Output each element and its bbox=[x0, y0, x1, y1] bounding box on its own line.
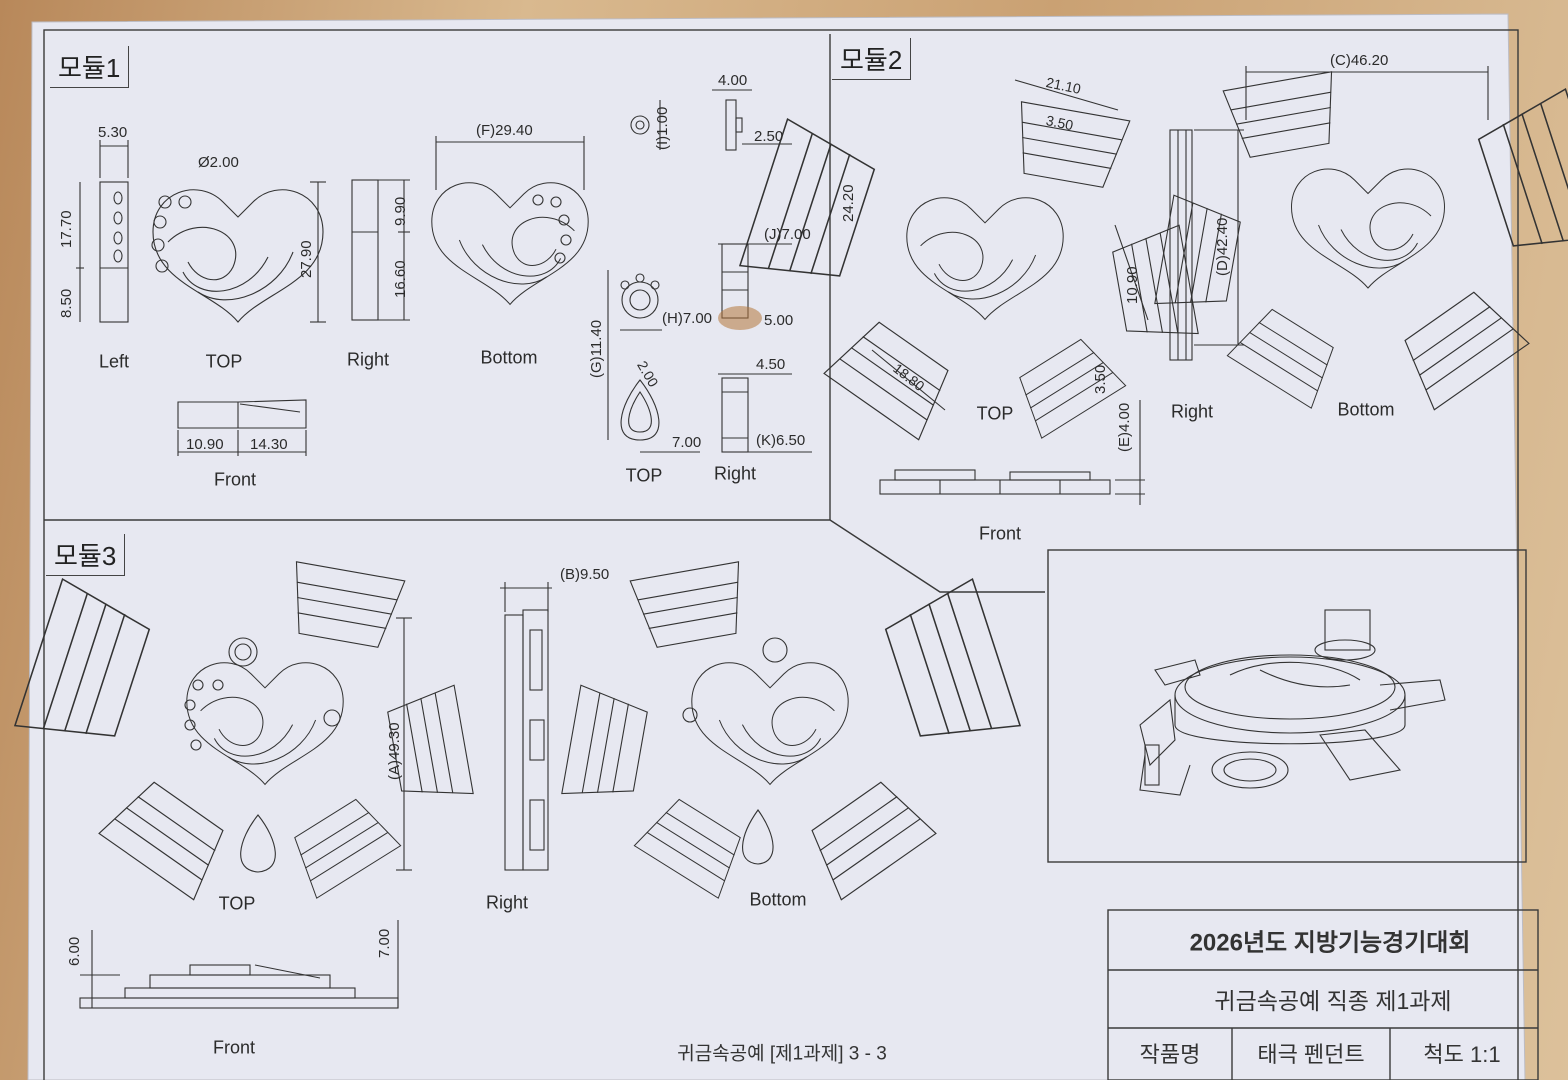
title-block-name-label: 작품명 bbox=[1139, 1042, 1201, 1067]
title-block-name-value: 태극 펜던트 bbox=[1257, 1042, 1365, 1067]
dim-F: (F)29.40 bbox=[476, 122, 533, 139]
module-3-tag: 모듈3 bbox=[46, 534, 126, 576]
dim-5-00: 5.00 bbox=[764, 312, 794, 329]
view-label-m1-front: Front bbox=[213, 469, 257, 490]
dim-C: (C)46.20 bbox=[1330, 52, 1389, 69]
view-label-m3-top: TOP bbox=[218, 893, 256, 914]
dim-24-20: 24.20 bbox=[840, 184, 857, 222]
title-block-scale: 척도 1:1 bbox=[1423, 1042, 1501, 1067]
view-label-m2-front: Front bbox=[978, 523, 1022, 544]
dim-17-70: 17.70 bbox=[58, 210, 75, 248]
dim-dia-2-00: Ø2.00 bbox=[198, 154, 239, 171]
module-1-tag: 모듈1 bbox=[50, 46, 130, 88]
view-label-m2-right: Right bbox=[1170, 401, 1214, 422]
dim-10-90-m2: 10.90 bbox=[1124, 266, 1141, 304]
dim-G: (G)11.40 bbox=[588, 319, 605, 378]
dim-A: (A)49.30 bbox=[386, 722, 403, 780]
view-label-m2-top: TOP bbox=[976, 403, 1014, 424]
view-label-bail-top: TOP bbox=[625, 465, 663, 486]
dim-4-50: 4.50 bbox=[756, 356, 786, 373]
dim-B: (B)9.50 bbox=[560, 566, 610, 583]
view-label-m1-top: TOP bbox=[205, 351, 243, 372]
view-label-m1-right: Right bbox=[346, 349, 390, 370]
dim-J: (J)7.00 bbox=[764, 226, 811, 243]
dim-E: (E)4.00 bbox=[1116, 402, 1133, 452]
title-block-event: 2026년도 지방기능경기대회 bbox=[1189, 929, 1471, 957]
dim-10-90: 10.90 bbox=[186, 436, 224, 453]
view-label-m3-right: Right bbox=[485, 892, 529, 913]
view-label-m3-front: Front bbox=[212, 1037, 256, 1058]
dim-2-50: 2.50 bbox=[754, 128, 784, 145]
dim-I: (I)1.00 bbox=[654, 106, 671, 150]
sheet-footer: 귀금속공예 [제1과제] 3 - 3 bbox=[677, 1043, 887, 1065]
view-label-m1-bottom: Bottom bbox=[480, 347, 538, 368]
title-block-task: 귀금속공예 직종 제1과제 bbox=[1214, 988, 1452, 1014]
dim-4-00: 4.00 bbox=[718, 72, 748, 89]
dim-9-90: 9.90 bbox=[392, 196, 409, 226]
dim-27-90: 27.90 bbox=[298, 240, 315, 278]
view-label-m1-left: Left bbox=[98, 351, 130, 372]
dim-3-50-side: 3.50 bbox=[1092, 364, 1109, 394]
dim-K: (K)6.50 bbox=[756, 432, 806, 449]
dim-8-50: 8.50 bbox=[58, 288, 75, 318]
dim-6-00: 6.00 bbox=[66, 936, 83, 966]
dim-D: (D)42.40 bbox=[1214, 217, 1231, 276]
dim-5-30: 5.30 bbox=[98, 124, 128, 141]
dim-H: (H)7.00 bbox=[662, 310, 713, 327]
view-label-m3-bottom: Bottom bbox=[749, 889, 807, 910]
view-label-bail-right: Right bbox=[713, 463, 757, 484]
dim-14-30: 14.30 bbox=[250, 436, 288, 453]
dim-7-00-m3: 7.00 bbox=[376, 928, 393, 958]
module-2-tag: 모듈2 bbox=[832, 38, 912, 80]
dim-16-60: 16.60 bbox=[392, 260, 409, 298]
view-label-m2-bottom: Bottom bbox=[1337, 399, 1395, 420]
dim-7-00: 7.00 bbox=[672, 434, 702, 451]
